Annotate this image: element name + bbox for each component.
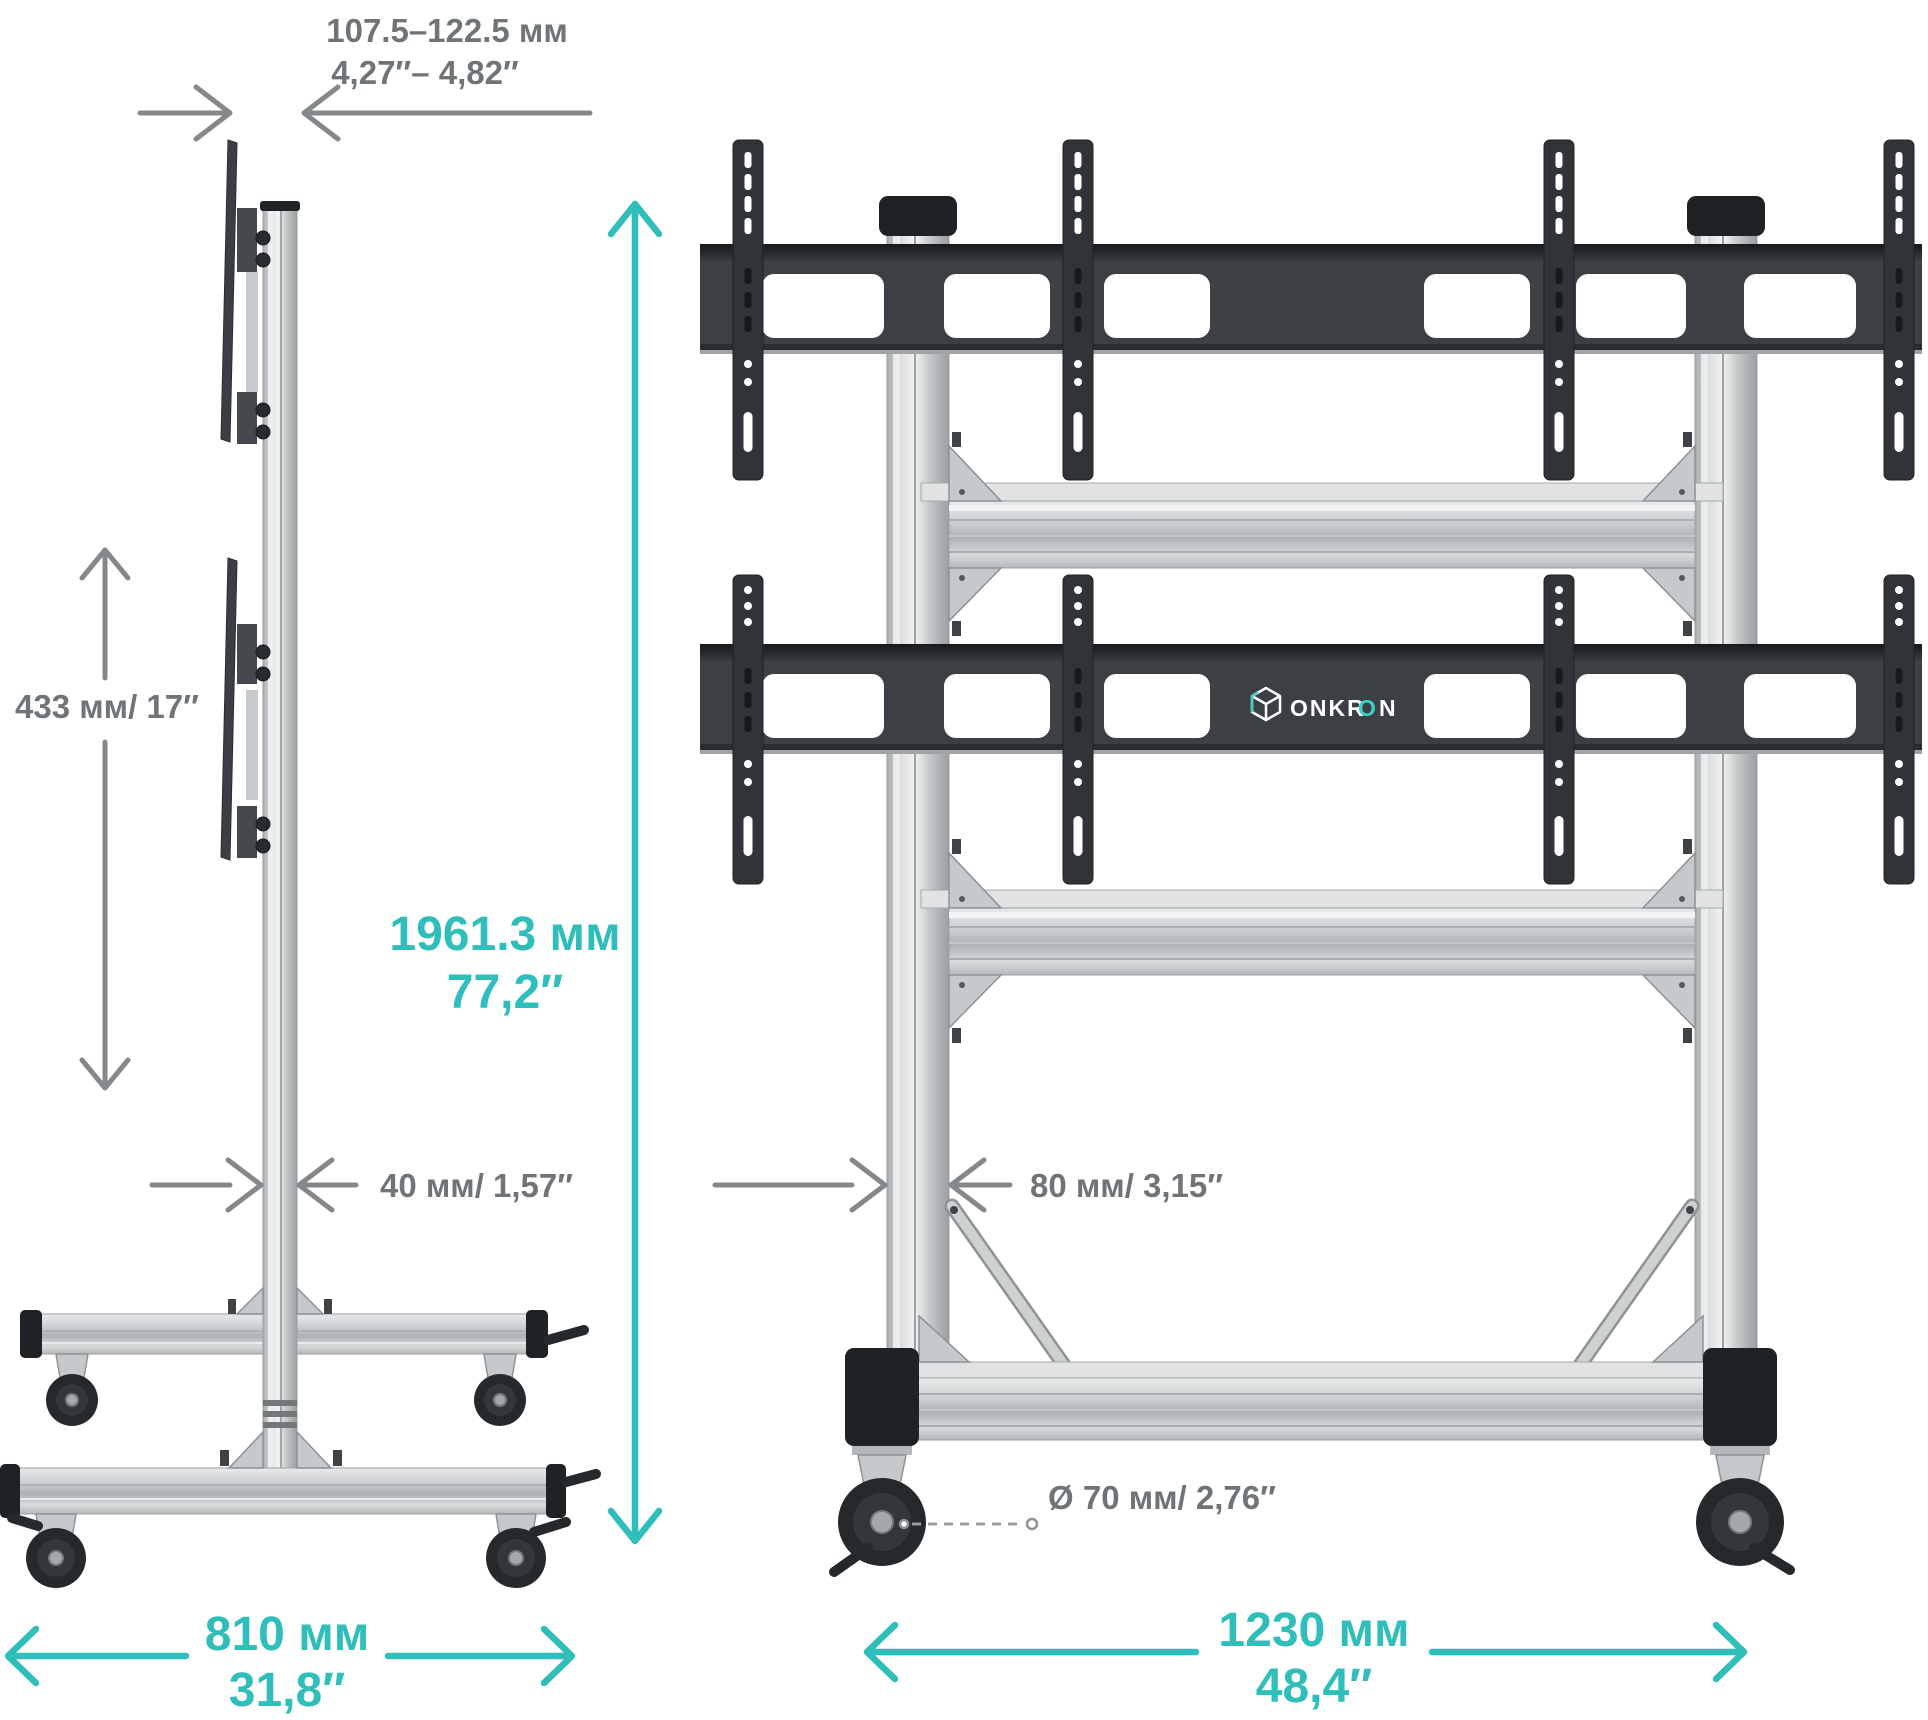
arrow-down-icon — [607, 1507, 663, 1545]
vesa-plate-lower — [220, 557, 271, 861]
logo-text-3: N — [1379, 695, 1398, 721]
dimension-mount-depth: 107.5–122.5 мм 4,27″– 4,82″ — [137, 12, 593, 142]
front-base — [829, 1198, 1795, 1577]
arrow-down-icon — [79, 1057, 131, 1091]
caster-diameter-label: Ø 70 мм/ 2,76″ — [1048, 1479, 1276, 1516]
mounting-rail-top — [700, 244, 1922, 354]
base-gusset — [235, 1286, 264, 1315]
arrow-right-icon — [1712, 1621, 1748, 1683]
dimension-base-width: 1230 мм 48,4″ — [863, 1604, 1748, 1713]
caster — [486, 1513, 571, 1588]
leg-end-cap — [0, 1464, 20, 1518]
total-height-mm-label: 1961.3 мм — [389, 908, 620, 961]
logo-text-1: ONKR — [1290, 695, 1366, 721]
onkron-cube-icon — [1250, 686, 1282, 722]
arrow-right-icon — [849, 1157, 888, 1213]
side-back-leg — [20, 1310, 589, 1426]
side-column — [260, 201, 300, 1471]
front-column-left — [886, 231, 950, 1356]
mount-depth-inch-label: 4,27″– 4,82″ — [331, 54, 519, 91]
mount-depth-mm-label: 107.5–122.5 мм — [326, 12, 568, 49]
arrow-up-icon — [607, 200, 663, 238]
arrow-left-icon — [4, 1625, 40, 1687]
vesa-strip — [1062, 574, 1094, 885]
dimension-total-height: 1961.3 мм 77,2″ — [389, 200, 663, 1545]
vesa-strip — [1883, 574, 1915, 885]
base-width-inch-label: 48,4″ — [1256, 1660, 1372, 1713]
mounting-rail-bottom: ONKR O N — [700, 644, 1922, 754]
column-top-cap — [879, 196, 957, 236]
vesa-plate-upper — [220, 139, 271, 444]
leg-end-cap — [526, 1310, 548, 1358]
vesa-strip — [732, 574, 764, 885]
crossbar-upper — [920, 432, 1724, 636]
caster — [46, 1353, 98, 1426]
leg-end-cap — [20, 1310, 42, 1358]
column-width-label: 80 мм/ 3,15″ — [1030, 1167, 1223, 1204]
vesa-strips-top — [732, 139, 1915, 481]
caster — [474, 1353, 526, 1426]
dimension-column-depth: 40 мм/ 1,57″ — [149, 1157, 573, 1213]
front-view: ONKR O N — [700, 139, 1922, 1577]
vesa-strip — [732, 139, 764, 481]
side-front-leg — [0, 1430, 601, 1588]
vesa-strip — [1543, 574, 1575, 885]
base-depth-mm-label: 810 мм — [205, 1608, 369, 1661]
vesa-strip — [1062, 139, 1094, 481]
bracket-span-label: 433 мм/ 17″ — [15, 688, 199, 725]
total-height-inch-label: 77,2″ — [447, 966, 563, 1019]
dimension-caster-diameter: Ø 70 мм/ 2,76″ — [898, 1479, 1276, 1531]
caster-brake-lever — [543, 1325, 589, 1345]
caster — [1696, 1446, 1795, 1575]
leg-end-cap — [845, 1348, 919, 1446]
dimension-annotations: 107.5–122.5 мм 4,27″– 4,82″ 433 мм/ 17″ … — [4, 12, 1748, 1717]
vesa-strip — [1883, 139, 1915, 481]
base-depth-inch-label: 31,8″ — [229, 1664, 345, 1717]
logo-text-2: O — [1358, 695, 1378, 721]
column-top-cap — [1687, 196, 1765, 236]
caster — [829, 1446, 926, 1577]
leg-end-cap — [1703, 1348, 1777, 1446]
dimension-bracket-span: 433 мм/ 17″ — [15, 547, 199, 1091]
arrow-right-icon — [540, 1625, 576, 1687]
dimension-base-depth: 810 мм 31,8″ — [4, 1608, 576, 1717]
onkron-logo: ONKR O N — [1250, 686, 1398, 722]
base-gusset — [296, 1286, 325, 1315]
arrow-left-icon — [301, 84, 341, 142]
base-width-mm-label: 1230 мм — [1218, 1604, 1409, 1657]
arrow-left-icon — [863, 1621, 899, 1683]
arrow-right-icon — [193, 84, 233, 142]
dimension-column-width: 80 мм/ 3,15″ — [712, 1157, 1223, 1213]
arrow-up-icon — [79, 547, 131, 581]
column-top-cap — [260, 201, 300, 211]
vesa-strip — [1543, 139, 1575, 481]
leg-end-cap — [546, 1464, 566, 1518]
column-depth-label: 40 мм/ 1,57″ — [380, 1167, 573, 1204]
vesa-strips-bottom — [732, 574, 1915, 885]
caster-brake-lever — [561, 1469, 601, 1487]
crossbar-lower — [920, 839, 1724, 1043]
arrow-right-icon — [225, 1157, 264, 1213]
caster — [7, 1513, 86, 1588]
front-column-right — [1694, 231, 1758, 1356]
side-view — [0, 139, 601, 1588]
